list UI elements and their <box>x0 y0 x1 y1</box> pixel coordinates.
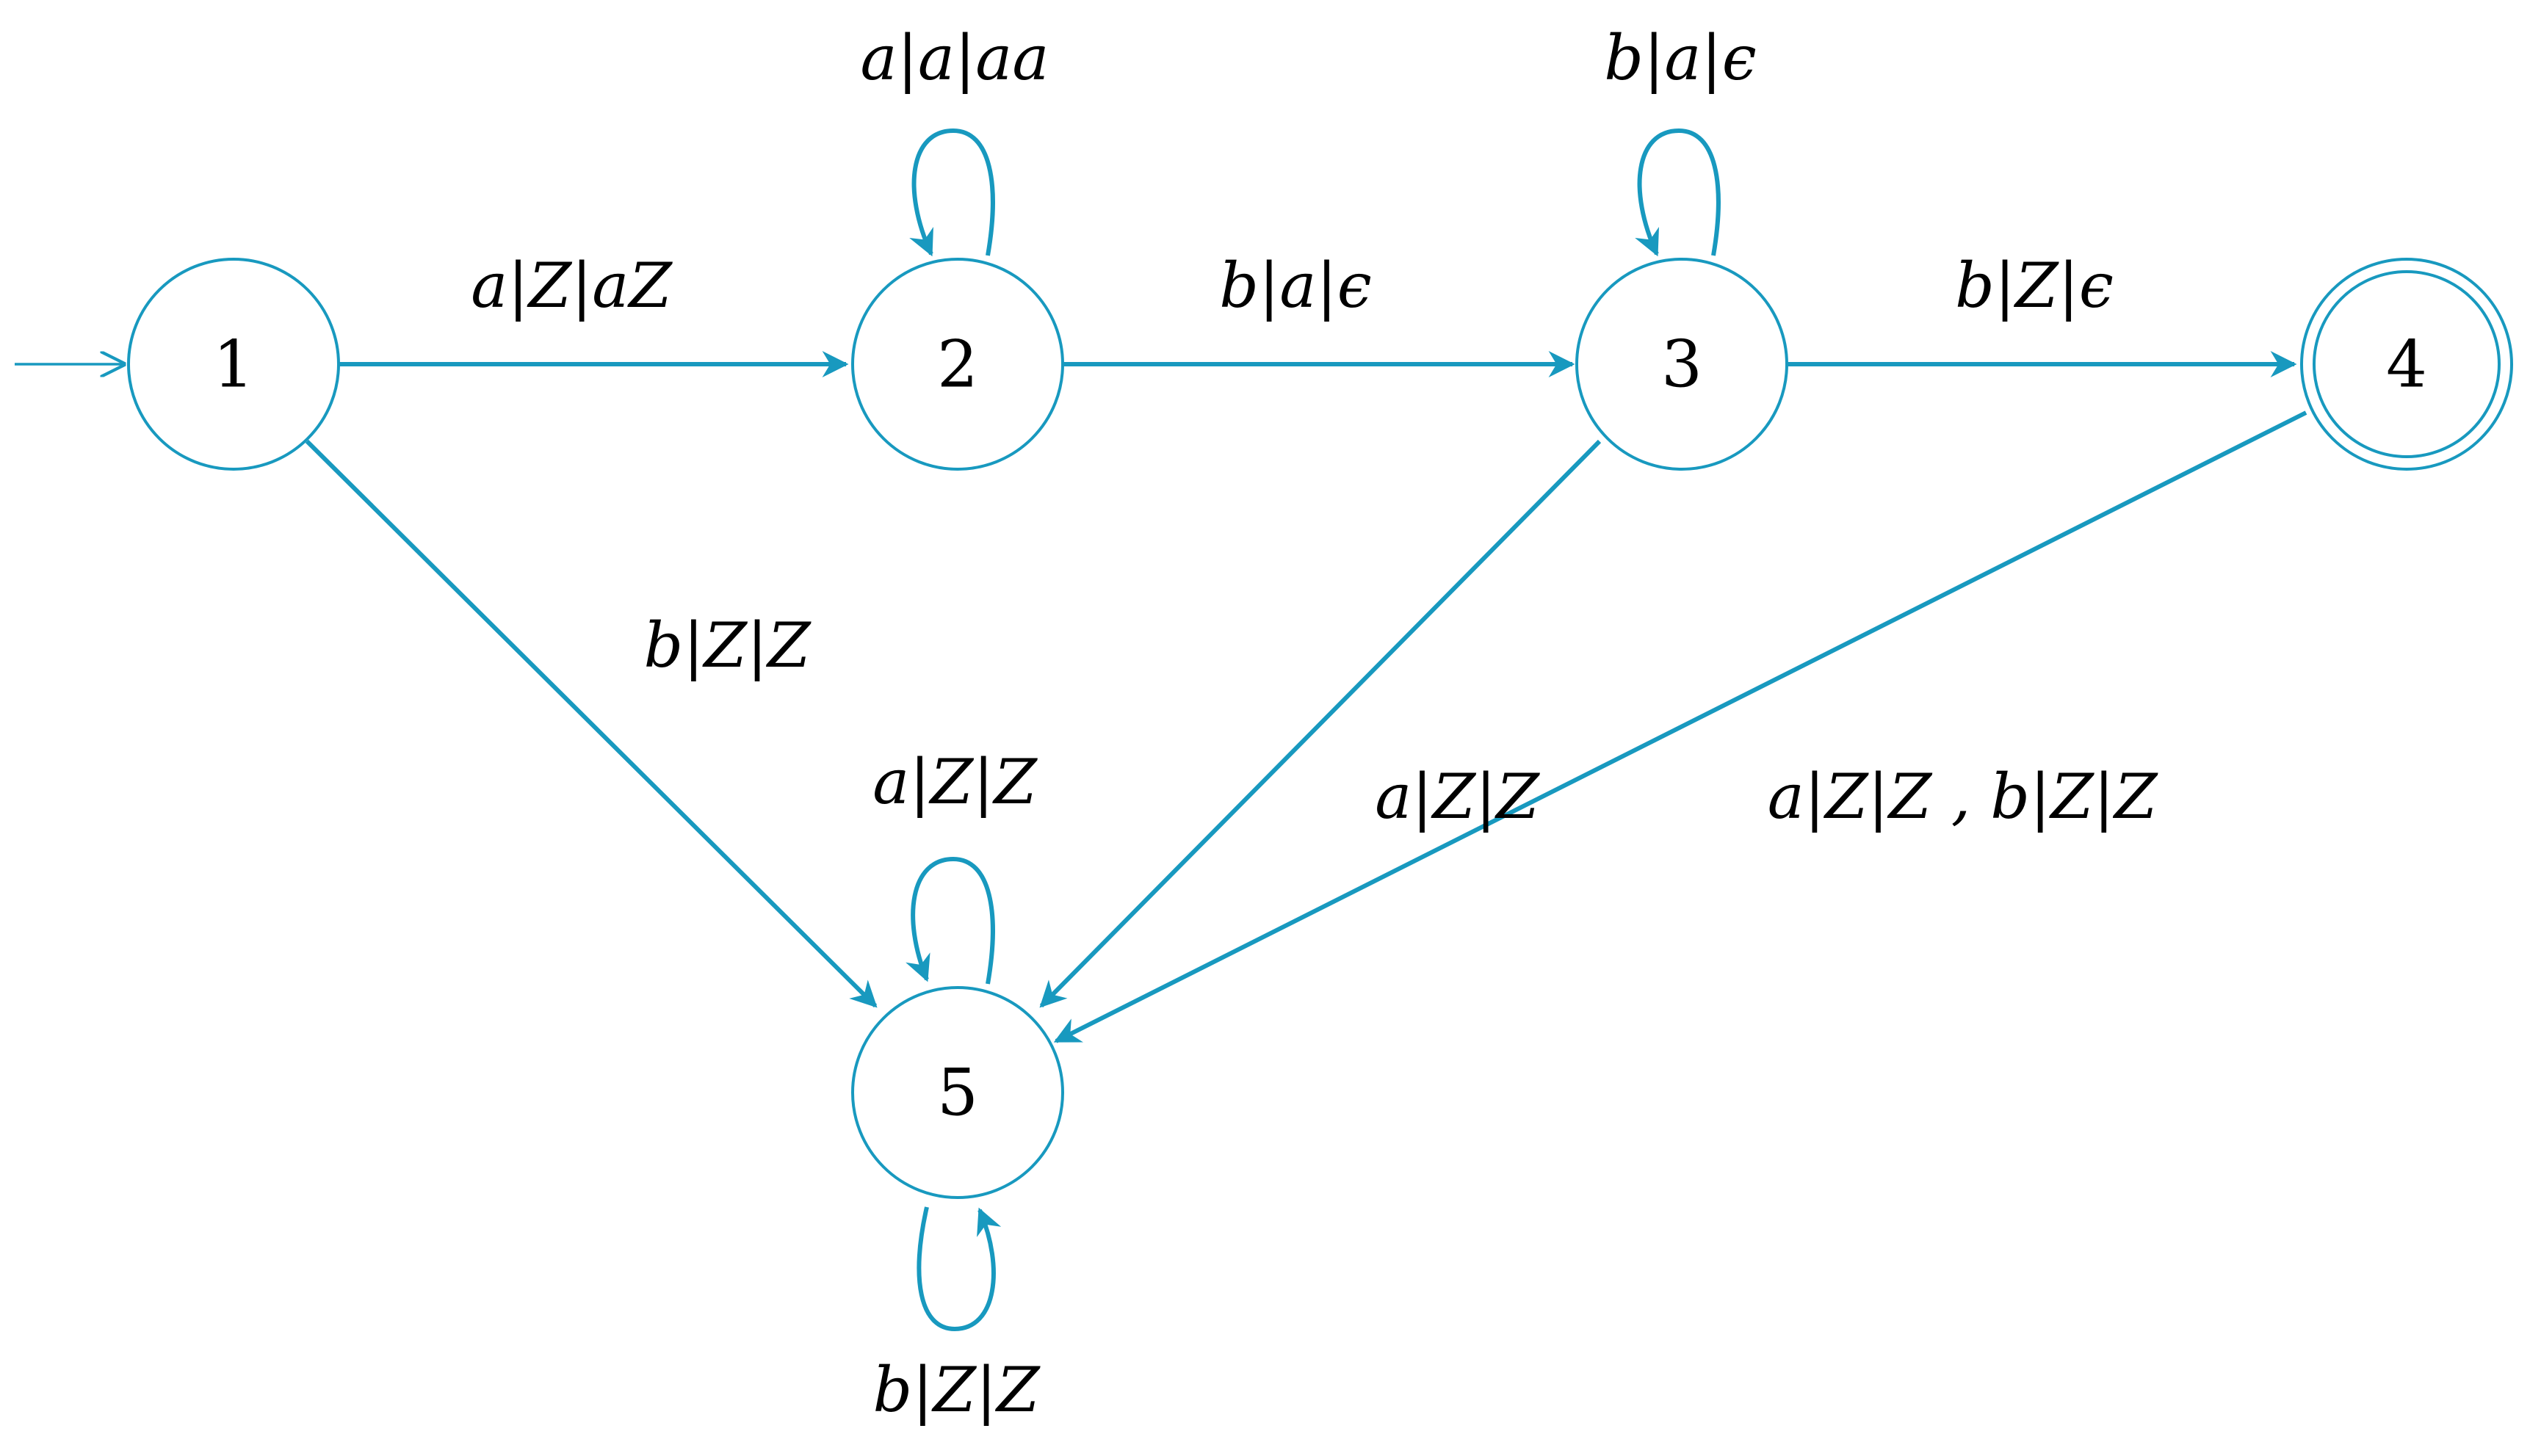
label-transition-1-to-5: b|Z|Z <box>643 609 812 681</box>
self-loop-5-top <box>906 856 995 985</box>
transition-3-to-5 <box>1039 439 1602 1008</box>
state-3-label: 3 <box>1661 327 1702 402</box>
label-transition-3-to-4: b|Z|ϵ <box>1955 250 2114 322</box>
self-loop-2 <box>909 128 995 257</box>
transition-4-to-5 <box>1053 410 2307 1043</box>
state-3: 3 <box>1575 258 1788 471</box>
state-1: 1 <box>127 258 340 471</box>
label-transition-1-to-2: a|Z|aZ <box>471 250 673 322</box>
state-2: 2 <box>851 258 1064 471</box>
label-self-loop-5-top: a|Z|Z <box>872 746 1038 818</box>
state-4-accepting: 4 <box>2300 258 2513 471</box>
state-1-label: 1 <box>213 327 254 402</box>
label-self-loop-2: a|a|aa <box>861 22 1049 94</box>
state-5-label: 5 <box>937 1055 978 1131</box>
self-loop-5-bottom <box>917 1206 1002 1332</box>
state-5: 5 <box>851 986 1064 1199</box>
transition-1-to-5 <box>305 439 878 1008</box>
state-2-label: 2 <box>937 327 978 402</box>
label-transition-2-to-3: b|a|ϵ <box>1219 250 1372 322</box>
label-self-loop-5-bottom: b|Z|Z <box>872 1354 1041 1426</box>
self-loop-3 <box>1635 128 1721 257</box>
label-transition-3-to-5: a|Z|Z <box>1375 761 1540 833</box>
label-transition-4-to-5: a|Z|Z , b|Z|Z <box>1768 761 2158 833</box>
label-self-loop-3: b|a|ϵ <box>1604 22 1757 94</box>
state-4-label: 4 <box>2386 327 2427 402</box>
